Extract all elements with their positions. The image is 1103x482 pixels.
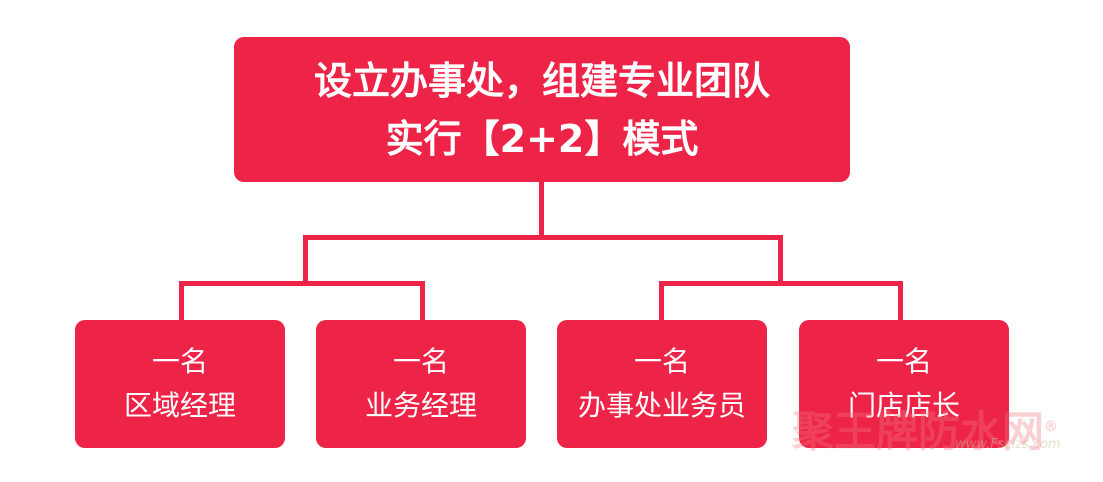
- role-node-store-manager: 一名 门店店长: [799, 320, 1009, 448]
- watermark-logo: 聚王牌防水网®: [792, 407, 1059, 456]
- role-count: 一名: [151, 345, 208, 378]
- connector: [659, 281, 903, 286]
- connector: [179, 281, 425, 286]
- role-count: 一名: [392, 345, 449, 378]
- root-node: 设立办事处，组建专业团队 实行【2+2】模式: [234, 37, 850, 182]
- role-node-office-staff: 一名 办事处业务员: [557, 320, 767, 448]
- role-name: 业务经理: [364, 389, 477, 422]
- root-title-line2: 实行【2+2】模式: [385, 116, 699, 161]
- role-count: 一名: [633, 345, 690, 378]
- root-title-line1: 设立办事处，组建专业团队: [313, 58, 770, 103]
- connector: [898, 281, 903, 321]
- connector: [303, 235, 308, 285]
- role-name: 区域经理: [123, 389, 236, 422]
- connector: [539, 182, 544, 239]
- connector: [659, 281, 664, 321]
- role-name: 办事处业务员: [577, 389, 746, 422]
- connector: [303, 235, 783, 240]
- connector: [420, 281, 425, 321]
- watermark-url: www.Fsclzs.com: [955, 437, 1061, 452]
- role-node-business-manager: 一名 业务经理: [316, 320, 526, 448]
- connector: [778, 235, 783, 285]
- role-node-regional-manager: 一名 区域经理: [75, 320, 285, 448]
- role-count: 一名: [875, 345, 932, 378]
- role-name: 门店店长: [847, 389, 960, 422]
- connector: [179, 281, 184, 321]
